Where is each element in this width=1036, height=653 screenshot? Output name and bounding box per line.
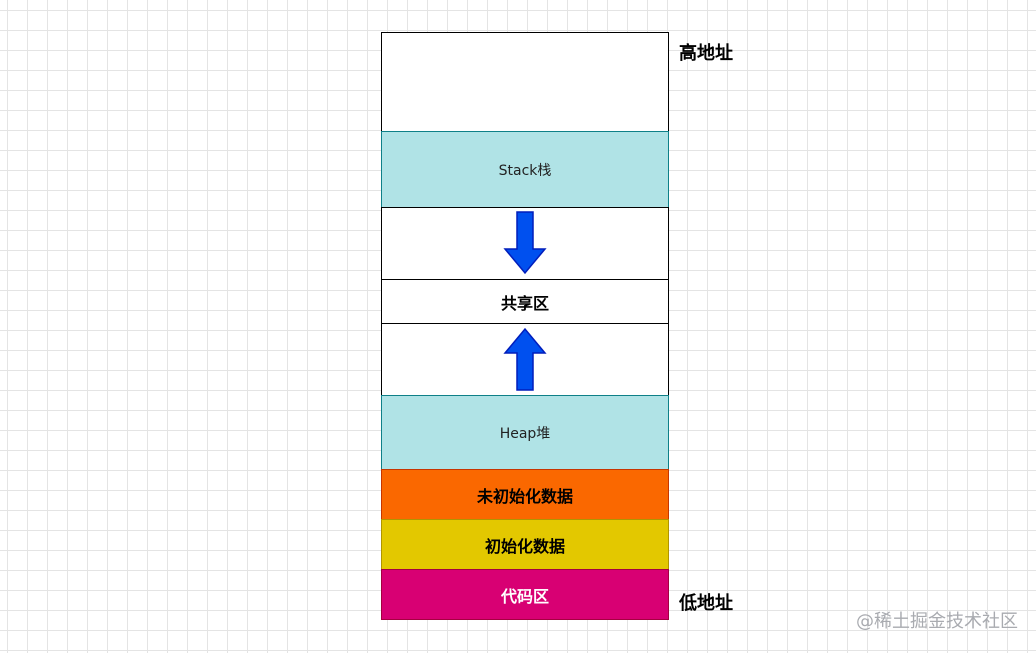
top-empty-segment: [381, 32, 669, 132]
shared-segment: 共享区: [381, 279, 669, 324]
bss-segment: 未初始化数据: [381, 469, 669, 520]
heap-label: Heap堆: [499, 425, 551, 442]
arrow-up-icon: [503, 327, 547, 391]
stack-label: Stack栈: [498, 162, 552, 179]
data-label: 初始化数据: [484, 536, 565, 556]
stack-segment: Stack栈: [381, 131, 669, 208]
low-address-label: 低地址: [679, 593, 733, 614]
data-segment: 初始化数据: [381, 519, 669, 570]
heap-segment: Heap堆: [381, 395, 669, 470]
bss-label: 未初始化数据: [476, 486, 573, 506]
shared-label: 共享区: [500, 293, 549, 313]
high-address-label: 高地址: [679, 43, 733, 64]
code-segment: 代码区: [381, 569, 669, 620]
watermark: @稀土掘金技术社区: [856, 611, 1018, 632]
arrow-down-icon: [503, 211, 547, 275]
heap-growth-segment: [381, 323, 669, 396]
stack-growth-segment: [381, 207, 669, 280]
code-label: 代码区: [500, 586, 549, 606]
